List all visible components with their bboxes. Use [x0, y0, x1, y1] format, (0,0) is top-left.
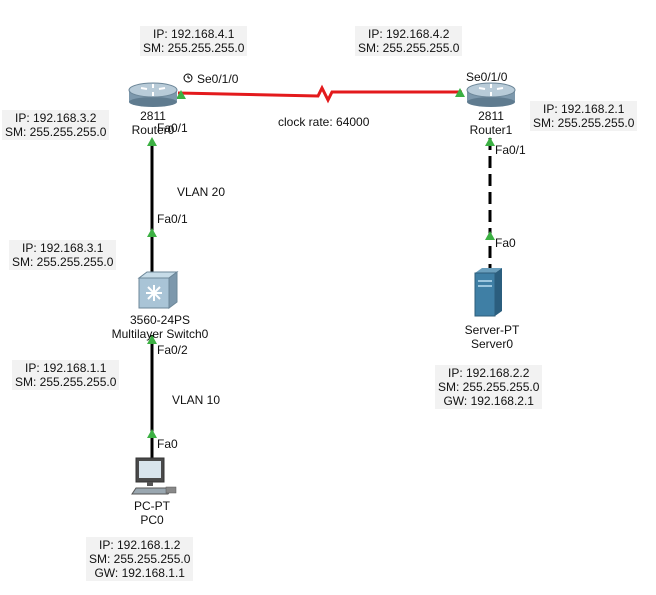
ip-text: IP: 192.168.4.1 [153, 27, 235, 41]
clock-icon [183, 73, 193, 83]
port-label-pc-fa0: Fa0 [157, 437, 178, 451]
vlan10-label: VLAN 10 [172, 393, 221, 407]
ip-box-router0-fa: IP: 192.168.3.2 SM: 255.255.255.0 [2, 110, 110, 140]
port-indicator-pc-fa0 [147, 429, 157, 438]
port-indicator-router1-se [455, 88, 465, 97]
server0-name: Server0 [470, 337, 514, 351]
ip-text: IP: 192.168.1.1 [25, 361, 107, 375]
ip-box-switch-vlan20: IP: 192.168.3.1 SM: 255.255.255.0 [9, 240, 117, 270]
ip-box-switch-vlan10: IP: 192.168.1.1 SM: 255.255.255.0 [12, 360, 120, 390]
gw-text: GW: 192.168.2.1 [443, 394, 534, 408]
port-indicator-router0-se [176, 90, 186, 99]
sm-text: SM: 255.255.255.0 [5, 125, 107, 139]
switch0-label: 3560-24PS Multilayer Switch0 [92, 313, 228, 341]
port-indicator-server-fa0 [485, 231, 495, 240]
router0-model: 2811 [140, 109, 166, 123]
pc-icon[interactable] [131, 457, 177, 495]
ip-text: IP: 192.168.3.1 [22, 241, 104, 255]
gw-text: GW: 192.168.1.1 [94, 566, 185, 580]
router1-name: Router1 [469, 123, 513, 137]
port-label-switch-fa02: Fa0/2 [157, 343, 188, 357]
ip-box-router1-serial: IP: 192.168.4.2 SM: 255.255.255.0 [355, 26, 463, 56]
port-indicator-switch-fa01 [147, 228, 157, 237]
switch0-name: Multilayer Switch0 [111, 327, 209, 341]
sm-text: SM: 255.255.255.0 [358, 41, 460, 55]
ip-text: IP: 192.168.1.2 [99, 538, 181, 552]
vlan20-label: VLAN 20 [177, 185, 226, 199]
pc0-model: PC-PT [134, 499, 170, 513]
serial-link[interactable] [177, 84, 462, 104]
sm-text: SM: 255.255.255.0 [533, 116, 635, 130]
ip-text: IP: 192.168.2.1 [543, 102, 625, 116]
server0-label: Server-PT Server0 [450, 323, 534, 351]
ip-box-router1-fa: IP: 192.168.2.1 SM: 255.255.255.0 [530, 101, 638, 131]
router0-name: Router0 [131, 123, 175, 137]
ip-text: IP: 192.168.2.2 [448, 366, 530, 380]
port-label-router0-fa: Fa0/1 [157, 121, 188, 135]
router1-label: 2811 Router1 [451, 109, 531, 137]
multilayer-switch-icon[interactable] [137, 271, 179, 309]
router1-model: 2811 [478, 109, 504, 123]
port-indicator-router1-fa [485, 137, 495, 146]
port-label-switch-fa01: Fa0/1 [157, 212, 188, 226]
port-label-router1-fa: Fa0/1 [495, 143, 526, 157]
ip-box-router0-serial: IP: 192.168.4.1 SM: 255.255.255.0 [140, 26, 248, 56]
sm-text: SM: 255.255.255.0 [438, 380, 540, 394]
server-icon[interactable] [474, 268, 502, 317]
sm-text: SM: 255.255.255.0 [143, 41, 245, 55]
ip-text: IP: 192.168.3.2 [15, 111, 97, 125]
sm-text: SM: 255.255.255.0 [15, 375, 117, 389]
switch0-model: 3560-24PS [129, 313, 191, 327]
sm-text: SM: 255.255.255.0 [12, 255, 114, 269]
sm-text: SM: 255.255.255.0 [89, 552, 191, 566]
ip-text: IP: 192.168.4.2 [368, 27, 450, 41]
port-label-router0-se: Se0/1/0 [197, 72, 239, 86]
server0-model: Server-PT [464, 323, 520, 337]
pc0-name: PC0 [140, 513, 164, 527]
ip-box-pc0: IP: 192.168.1.2 SM: 255.255.255.0 GW: 19… [86, 537, 194, 581]
pc0-label: PC-PT PC0 [112, 499, 192, 527]
port-label-router1-se: Se0/1/0 [466, 70, 508, 84]
port-label-server-fa0: Fa0 [495, 236, 516, 250]
port-indicator-router0-fa [147, 137, 157, 146]
router1-icon[interactable] [466, 82, 516, 107]
clock-rate-label: clock rate: 64000 [278, 115, 370, 129]
router0-label: 2811 Router0 [113, 109, 193, 137]
router0-icon[interactable] [128, 82, 178, 107]
port-indicator-switch-fa02 [147, 335, 157, 344]
ip-box-server0: IP: 192.168.2.2 SM: 255.255.255.0 GW: 19… [435, 365, 543, 409]
